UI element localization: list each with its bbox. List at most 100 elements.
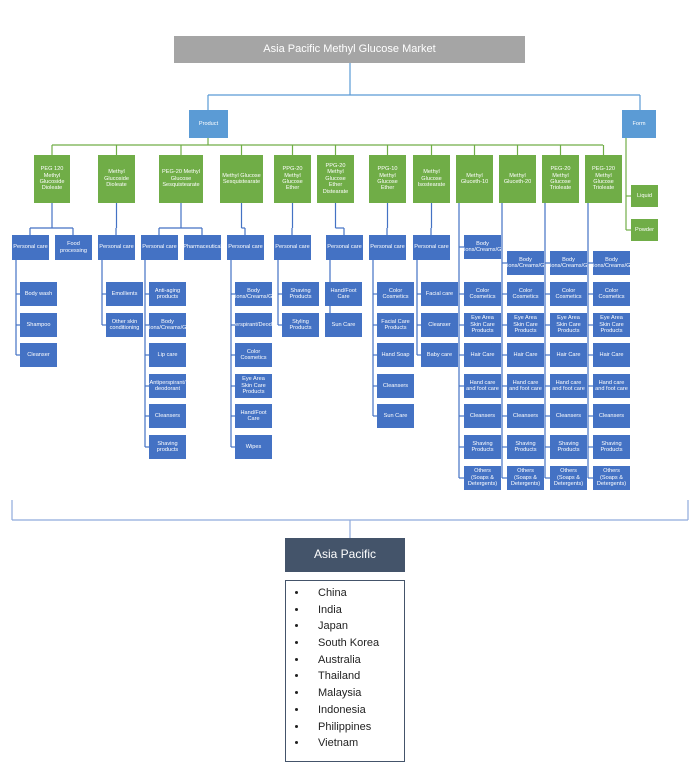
application-node: Personal care [369,235,406,260]
end-use-node: Cleanser [20,343,57,367]
product-node: PEG 120 Methyl Glucoside Dioleate [34,155,70,203]
end-use-node: Others (Soaps & Detergents) [550,466,587,490]
end-use-node: Cleansers [550,404,587,428]
segment-product: Product [189,110,228,138]
country-item: Philippines [308,721,404,738]
product-node: PPG-10 Methyl Glucose Ether [369,155,406,203]
end-use-node: Cleansers [149,404,186,428]
application-node: Pharmaceutical [184,235,221,260]
end-use-node: Hand/Foot Care [235,404,272,428]
product-node: PEG-20 Methyl Glucose Trioleate [542,155,579,203]
product-node: PEG-120 Methyl Glucose Trioleate [585,155,622,203]
end-use-node: Shampoo [20,313,57,337]
end-use-node: Eye Area Skin Care Products [550,313,587,337]
end-use-node: Antiperspirant/ deodorant [149,374,186,398]
diagram-title: Asia Pacific Methyl Glucose Market [174,36,525,63]
end-use-node: Color Cosmetics [593,282,630,306]
segment-form: Form [622,110,656,138]
end-use-node: Eye Area Skin Care Products [593,313,630,337]
end-use-node: Others (Soaps & Detergents) [593,466,630,490]
end-use-node: Hand care and foot care [464,374,501,398]
end-use-node: Body Lotions/Creams/Gels [593,251,630,275]
country-item: Japan [308,620,404,637]
end-use-node: Eye Area Skin Care Products [235,374,272,398]
end-use-node: Body Lotions/Creams/Gels [235,282,272,306]
end-use-node: Body wash [20,282,57,306]
end-use-node: Hand care and foot care [550,374,587,398]
end-use-node: Shaving Products [464,435,501,459]
end-use-node: Sun Care [325,313,362,337]
product-node: Methyl Glucoside Dioleate [98,155,135,203]
end-use-node: Shaving Products [507,435,544,459]
end-use-node: Hair Care [593,343,630,367]
end-use-node: Antiperspirant/Deodorant [235,313,272,337]
end-use-node: Anti-aging products [149,282,186,306]
form-liquid: Liquid [631,185,658,207]
end-use-node: Shaving Products [593,435,630,459]
product-node: Methyl Glucose Sesquistearate [220,155,263,203]
end-use-node: Baby care [421,343,458,367]
end-use-node: Cleanser [421,313,458,337]
form-powder: Powder [631,219,658,241]
end-use-node: Hand Soap [377,343,414,367]
end-use-node: Hair Care [550,343,587,367]
end-use-node: Cleansers [377,374,414,398]
end-use-node: Shaving products [149,435,186,459]
end-use-node: Eye Area Skin Care Products [507,313,544,337]
end-use-node: Color Cosmetics [235,343,272,367]
country-item: Indonesia [308,704,404,721]
end-use-node: Facial Care Products [377,313,414,337]
end-use-node: Cleansers [464,404,501,428]
end-use-node: Hand care and foot care [507,374,544,398]
application-node: Food processing [55,235,92,260]
end-use-node: Body Lotions/Creams/Gels [464,235,501,259]
end-use-node: Body Lotions/Creams/Gels [550,251,587,275]
end-use-node: Emollients [106,282,143,306]
end-use-node: Cleansers [593,404,630,428]
country-item: South Korea [308,637,404,654]
country-list: ChinaIndiaJapanSouth KoreaAustraliaThail… [285,580,405,762]
end-use-node: Hand/Foot Care [325,282,362,306]
end-use-node: Others (Soaps & Detergents) [507,466,544,490]
product-node: PPG-20 Methyl Glucose Ether Distearate [317,155,354,203]
application-node: Personal care [413,235,450,260]
product-node: Methyl Gluceth-10 [456,155,493,203]
region-title: Asia Pacific [285,538,405,572]
product-node: PPG-20 Methyl Glucose Ether [274,155,311,203]
end-use-node: Styling Products [282,313,319,337]
application-node: Personal care [98,235,135,260]
end-use-node: Body Lotions/Creams/Gels [507,251,544,275]
end-use-node: Facial care [421,282,458,306]
end-use-node: Other skin conditioning [106,313,143,337]
end-use-node: Shaving Products [282,282,319,306]
application-node: Personal care [326,235,363,260]
application-node: Personal care [274,235,311,260]
end-use-node: Color Cosmetics [507,282,544,306]
country-item: China [308,587,404,604]
product-node: PEG-20 Methyl Glucose Sesquistearate [159,155,203,203]
end-use-node: Color Cosmetics [464,282,501,306]
product-node: Methyl Gluceth-20 [499,155,536,203]
end-use-node: Hair Care [507,343,544,367]
end-use-node: Cleansers [507,404,544,428]
application-node: Personal care [141,235,178,260]
country-item: Australia [308,654,404,671]
application-node: Personal care [12,235,49,260]
country-item: India [308,604,404,621]
end-use-node: Hair Care [464,343,501,367]
end-use-node: Body Lotions/Creams/Gels [149,313,186,337]
end-use-node: Sun Care [377,404,414,428]
end-use-node: Color Cosmetics [550,282,587,306]
end-use-node: Others (Soaps & Detergents) [464,466,501,490]
country-item: Thailand [308,670,404,687]
end-use-node: Wipes [235,435,272,459]
product-node: Methyl Glucose Isostearate [413,155,450,203]
country-item: Malaysia [308,687,404,704]
end-use-node: Lip care [149,343,186,367]
application-node: Personal care [227,235,264,260]
end-use-node: Color Cosmetics [377,282,414,306]
end-use-node: Shaving Products [550,435,587,459]
end-use-node: Eye Area Skin Care Products [464,313,501,337]
